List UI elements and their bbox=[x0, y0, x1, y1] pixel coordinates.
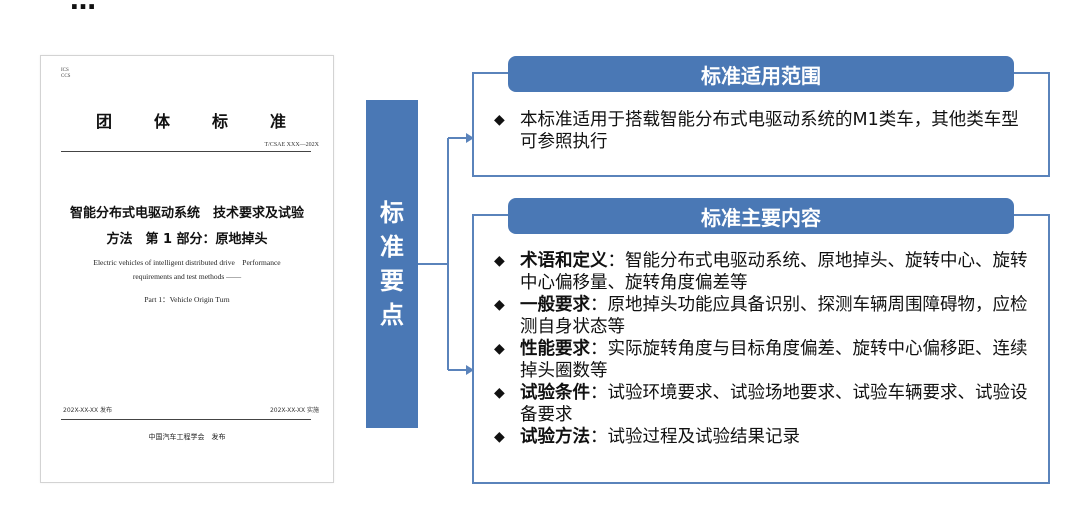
publish-date: 202X-XX-XX 发布 bbox=[63, 407, 113, 414]
classification-codes: ICS CCS bbox=[61, 68, 70, 80]
cover-type-char: 准 bbox=[269, 112, 286, 131]
list-item-text: ：试验环境要求、试验场地要求、试验车辆要求、试验设备要求 bbox=[520, 383, 1028, 425]
diamond-bullet-icon: ◆ bbox=[494, 112, 505, 128]
implement-date: 202X-XX-XX 实施 bbox=[269, 407, 319, 414]
scope-panel-title: 标准适用范围 bbox=[508, 56, 1014, 92]
list-item: ◆ 术语和定义：智能分布式电驱动系统、原地掉头、旋转中心、旋转中心偏移量、旋转角度… bbox=[494, 250, 1034, 294]
publisher: 中国汽车工程学会 发布 bbox=[148, 433, 226, 441]
list-item-text: 本标准适用于搭载智能分布式电驱动系统的M1类车，其他类车型可参照执行 bbox=[520, 110, 1019, 152]
standard-number: T/CSAE XXX—202X bbox=[264, 142, 319, 148]
list-item: ◆ 性能要求：实际旋转角度与目标角度偏差、旋转中心偏移距、连续掉头圈数等 bbox=[494, 338, 1034, 382]
key-points-label: 标 准 要 点 bbox=[366, 100, 418, 428]
cover-title-en-line: requirements and test methods —— bbox=[132, 272, 242, 281]
cover-type-char: 团 bbox=[96, 112, 113, 131]
cover-title-cn: 智能分布式电驱动系统 技术要求及试验 方法 第 1 部分：原地掉头 bbox=[41, 201, 333, 253]
list-item-key: 试验条件 bbox=[520, 383, 590, 403]
list-item: ◆ 试验方法：试验过程及试验结果记录 bbox=[494, 426, 1034, 448]
list-item-key: 一般要求 bbox=[520, 295, 590, 315]
label-char: 标 bbox=[380, 199, 404, 227]
list-item: ◆ 试验条件：试验环境要求、试验场地要求、试验车辆要求、试验设备要求 bbox=[494, 382, 1034, 426]
list-item-key: 术语和定义 bbox=[520, 251, 608, 271]
cover-divider bbox=[61, 419, 311, 420]
cover-type-char: 标 bbox=[211, 112, 228, 131]
diamond-bullet-icon: ◆ bbox=[494, 341, 505, 357]
list-item-text: ：原地掉头功能应具备识别、探测车辆周围障碍物，应检测自身状态等 bbox=[520, 295, 1028, 337]
cover-title-cn-line: 方法 第 1 部分：原地掉头 bbox=[106, 232, 268, 247]
diamond-bullet-icon: ◆ bbox=[494, 297, 505, 313]
list-item-text: ：试验过程及试验结果记录 bbox=[590, 427, 800, 447]
list-item-key: 性能要求 bbox=[520, 339, 590, 359]
label-char: 点 bbox=[380, 301, 404, 329]
diamond-bullet-icon: ◆ bbox=[494, 385, 505, 401]
cover-title-cn-line: 智能分布式电驱动系统 技术要求及试验 bbox=[69, 206, 304, 221]
cover-title-en: Electric vehicles of intelligent distrib… bbox=[61, 256, 313, 284]
list-item-text: ：智能分布式电驱动系统、原地掉头、旋转中心、旋转中心偏移量、旋转角度偏差等 bbox=[520, 251, 1028, 293]
list-item: ◆ 一般要求：原地掉头功能应具备识别、探测车辆周围障碍物，应检测自身状态等 bbox=[494, 294, 1034, 338]
ccs-code: CCS bbox=[61, 74, 71, 79]
ics-code: ICS bbox=[61, 68, 69, 73]
list-item-key: 试验方法 bbox=[520, 427, 590, 447]
document-cover: ICS CCS 团 体 标 准 T/CSAE XXX—202X 智能分布式电驱动… bbox=[40, 55, 334, 483]
diamond-bullet-icon: ◆ bbox=[494, 253, 505, 269]
cropped-heading-fragment: … bbox=[70, 0, 96, 16]
content-list: ◆ 术语和定义：智能分布式电驱动系统、原地掉头、旋转中心、旋转中心偏移量、旋转角度… bbox=[494, 250, 1034, 448]
list-item: ◆ 本标准适用于搭载智能分布式电驱动系统的M1类车，其他类车型可参照执行 bbox=[494, 109, 1034, 153]
list-item-text: ：实际旋转角度与目标角度偏差、旋转中心偏移距、连续掉头圈数等 bbox=[520, 339, 1028, 381]
scope-list: ◆ 本标准适用于搭载智能分布式电驱动系统的M1类车，其他类车型可参照执行 bbox=[494, 109, 1034, 153]
label-char: 准 bbox=[380, 233, 404, 261]
cover-title-en-line: Electric vehicles of intelligent distrib… bbox=[93, 258, 281, 267]
cover-divider bbox=[61, 151, 311, 152]
cover-type-heading: 团 体 标 准 bbox=[96, 108, 286, 132]
content-panel-title: 标准主要内容 bbox=[508, 198, 1014, 234]
label-char: 要 bbox=[380, 267, 404, 295]
cover-title-en-part: Part 1：Vehicle Origin Turn bbox=[144, 295, 230, 304]
diamond-bullet-icon: ◆ bbox=[494, 429, 505, 445]
cover-type-char: 体 bbox=[153, 112, 170, 131]
